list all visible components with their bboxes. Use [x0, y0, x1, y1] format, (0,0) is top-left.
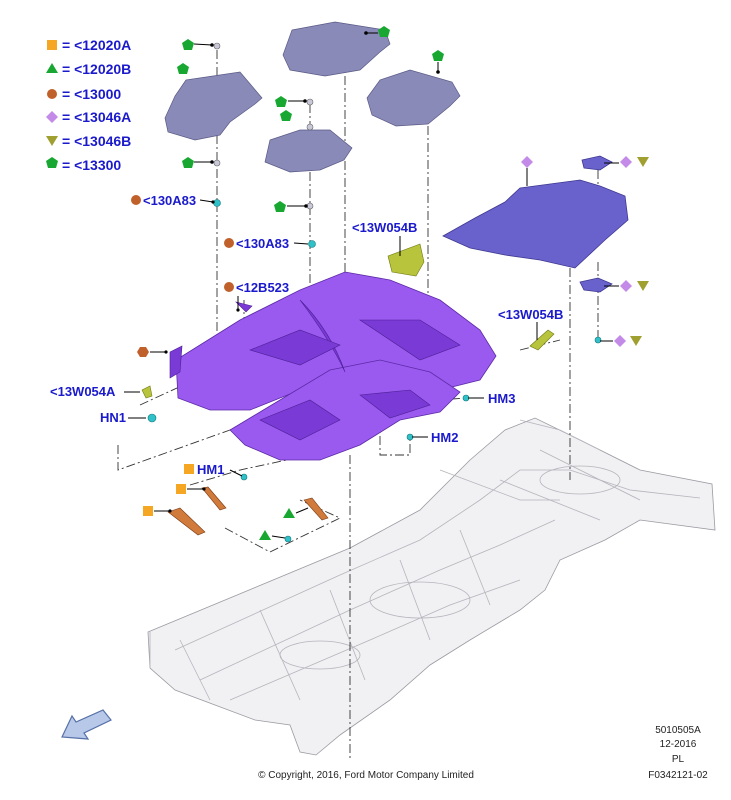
legend-square-icon	[47, 40, 57, 50]
main-carpet	[169, 271, 497, 461]
floor-mats	[164, 21, 461, 210]
pentagon-icon	[280, 110, 292, 121]
callout-130a83-lower: <130A83	[236, 236, 289, 251]
diamond-icon	[521, 156, 533, 168]
insulator-13w054b-right	[529, 329, 555, 351]
small-parts	[141, 199, 602, 543]
triangle-down-icon	[630, 336, 642, 346]
callout-13w054b-upper: <13W054B	[352, 220, 417, 235]
figure-id: F0342121-02	[648, 770, 708, 781]
legend-label-12020a: = <12020A	[62, 37, 131, 53]
callout-130a83-upper: <130A83	[143, 193, 196, 208]
diamond-icon	[620, 280, 632, 292]
circle-icon	[224, 238, 234, 248]
callout-12b523: <12B523	[236, 280, 289, 295]
pentagon-icon	[432, 50, 444, 61]
hexagon-icon	[137, 347, 149, 357]
direction-arrow-icon	[61, 709, 112, 740]
scuff-strip-left	[167, 507, 206, 536]
insulator-13w054a	[141, 385, 153, 399]
triangle-down-icon	[637, 281, 649, 291]
circle-icon	[224, 282, 234, 292]
legend-label-13000: = <13000	[62, 86, 121, 102]
legend-pentagon-icon	[46, 157, 58, 168]
body-floor-pan	[147, 417, 716, 756]
legend-label-12020b: = <12020B	[62, 61, 131, 77]
pentagon-icon	[275, 96, 287, 107]
square-icon	[176, 484, 186, 494]
diamond-icon	[614, 335, 626, 347]
rear-floor-carpet	[229, 359, 461, 461]
callouts: <130A83 <130A83 <12B523 <13W054B <13W054…	[50, 193, 563, 477]
triangle-icon	[283, 508, 295, 518]
legend-label-13300: = <13300	[62, 157, 121, 173]
cargo-mat	[442, 155, 629, 293]
legend-triangle-icon	[46, 63, 58, 73]
figure-code: 5010505A	[655, 725, 701, 736]
diamond-icon	[620, 156, 632, 168]
pentagon-icon	[177, 63, 189, 74]
scuff-strip-mid	[201, 486, 227, 511]
front-right-floor-mat	[282, 21, 391, 77]
legend-diamond-icon	[46, 111, 58, 123]
pentagon-icon	[182, 157, 194, 168]
copyright: © Copyright, 2016, Ford Motor Company Li…	[258, 770, 474, 781]
square-icon	[184, 464, 194, 474]
scuff-strip-right	[303, 497, 329, 521]
legend-circle-icon	[47, 89, 57, 99]
markers	[124, 26, 649, 540]
legend-label-13046b: = <13046B	[62, 133, 131, 149]
callout-hm2: HM2	[431, 430, 458, 445]
cargo-mat-flap-upper	[581, 155, 613, 171]
callout-hn1: HN1	[100, 410, 126, 425]
callout-hm1: HM1	[197, 462, 224, 477]
figure-lang: PL	[672, 754, 685, 765]
insulator-13w054b-upper	[387, 243, 425, 277]
circle-icon	[131, 195, 141, 205]
triangle-down-icon	[637, 157, 649, 167]
legend-label-13046a: = <13046A	[62, 109, 131, 125]
callout-hm3: HM3	[488, 391, 515, 406]
triangle-icon	[259, 530, 271, 540]
cargo-mat-flap-lower	[579, 277, 613, 293]
load-compartment-mat	[442, 179, 629, 269]
callout-13w054b-right: <13W054B	[498, 307, 563, 322]
callout-13w054a: <13W054A	[50, 384, 116, 399]
square-icon	[143, 506, 153, 516]
pentagon-icon	[274, 201, 286, 212]
rear-left-floor-mat	[264, 129, 353, 173]
legend: = <12020A = <12020B = <13000 = <13046A =…	[46, 37, 131, 173]
legend-triangle-down-icon	[46, 136, 58, 146]
rear-right-floor-mat	[366, 69, 461, 127]
pentagon-icon	[378, 26, 390, 37]
front-left-floor-mat	[164, 71, 263, 141]
figure-metadata: 5010505A 12-2016 PL F0342121-02 © Copyri…	[258, 725, 708, 781]
pentagon-icon	[182, 39, 194, 50]
figure-date: 12-2016	[660, 739, 697, 750]
